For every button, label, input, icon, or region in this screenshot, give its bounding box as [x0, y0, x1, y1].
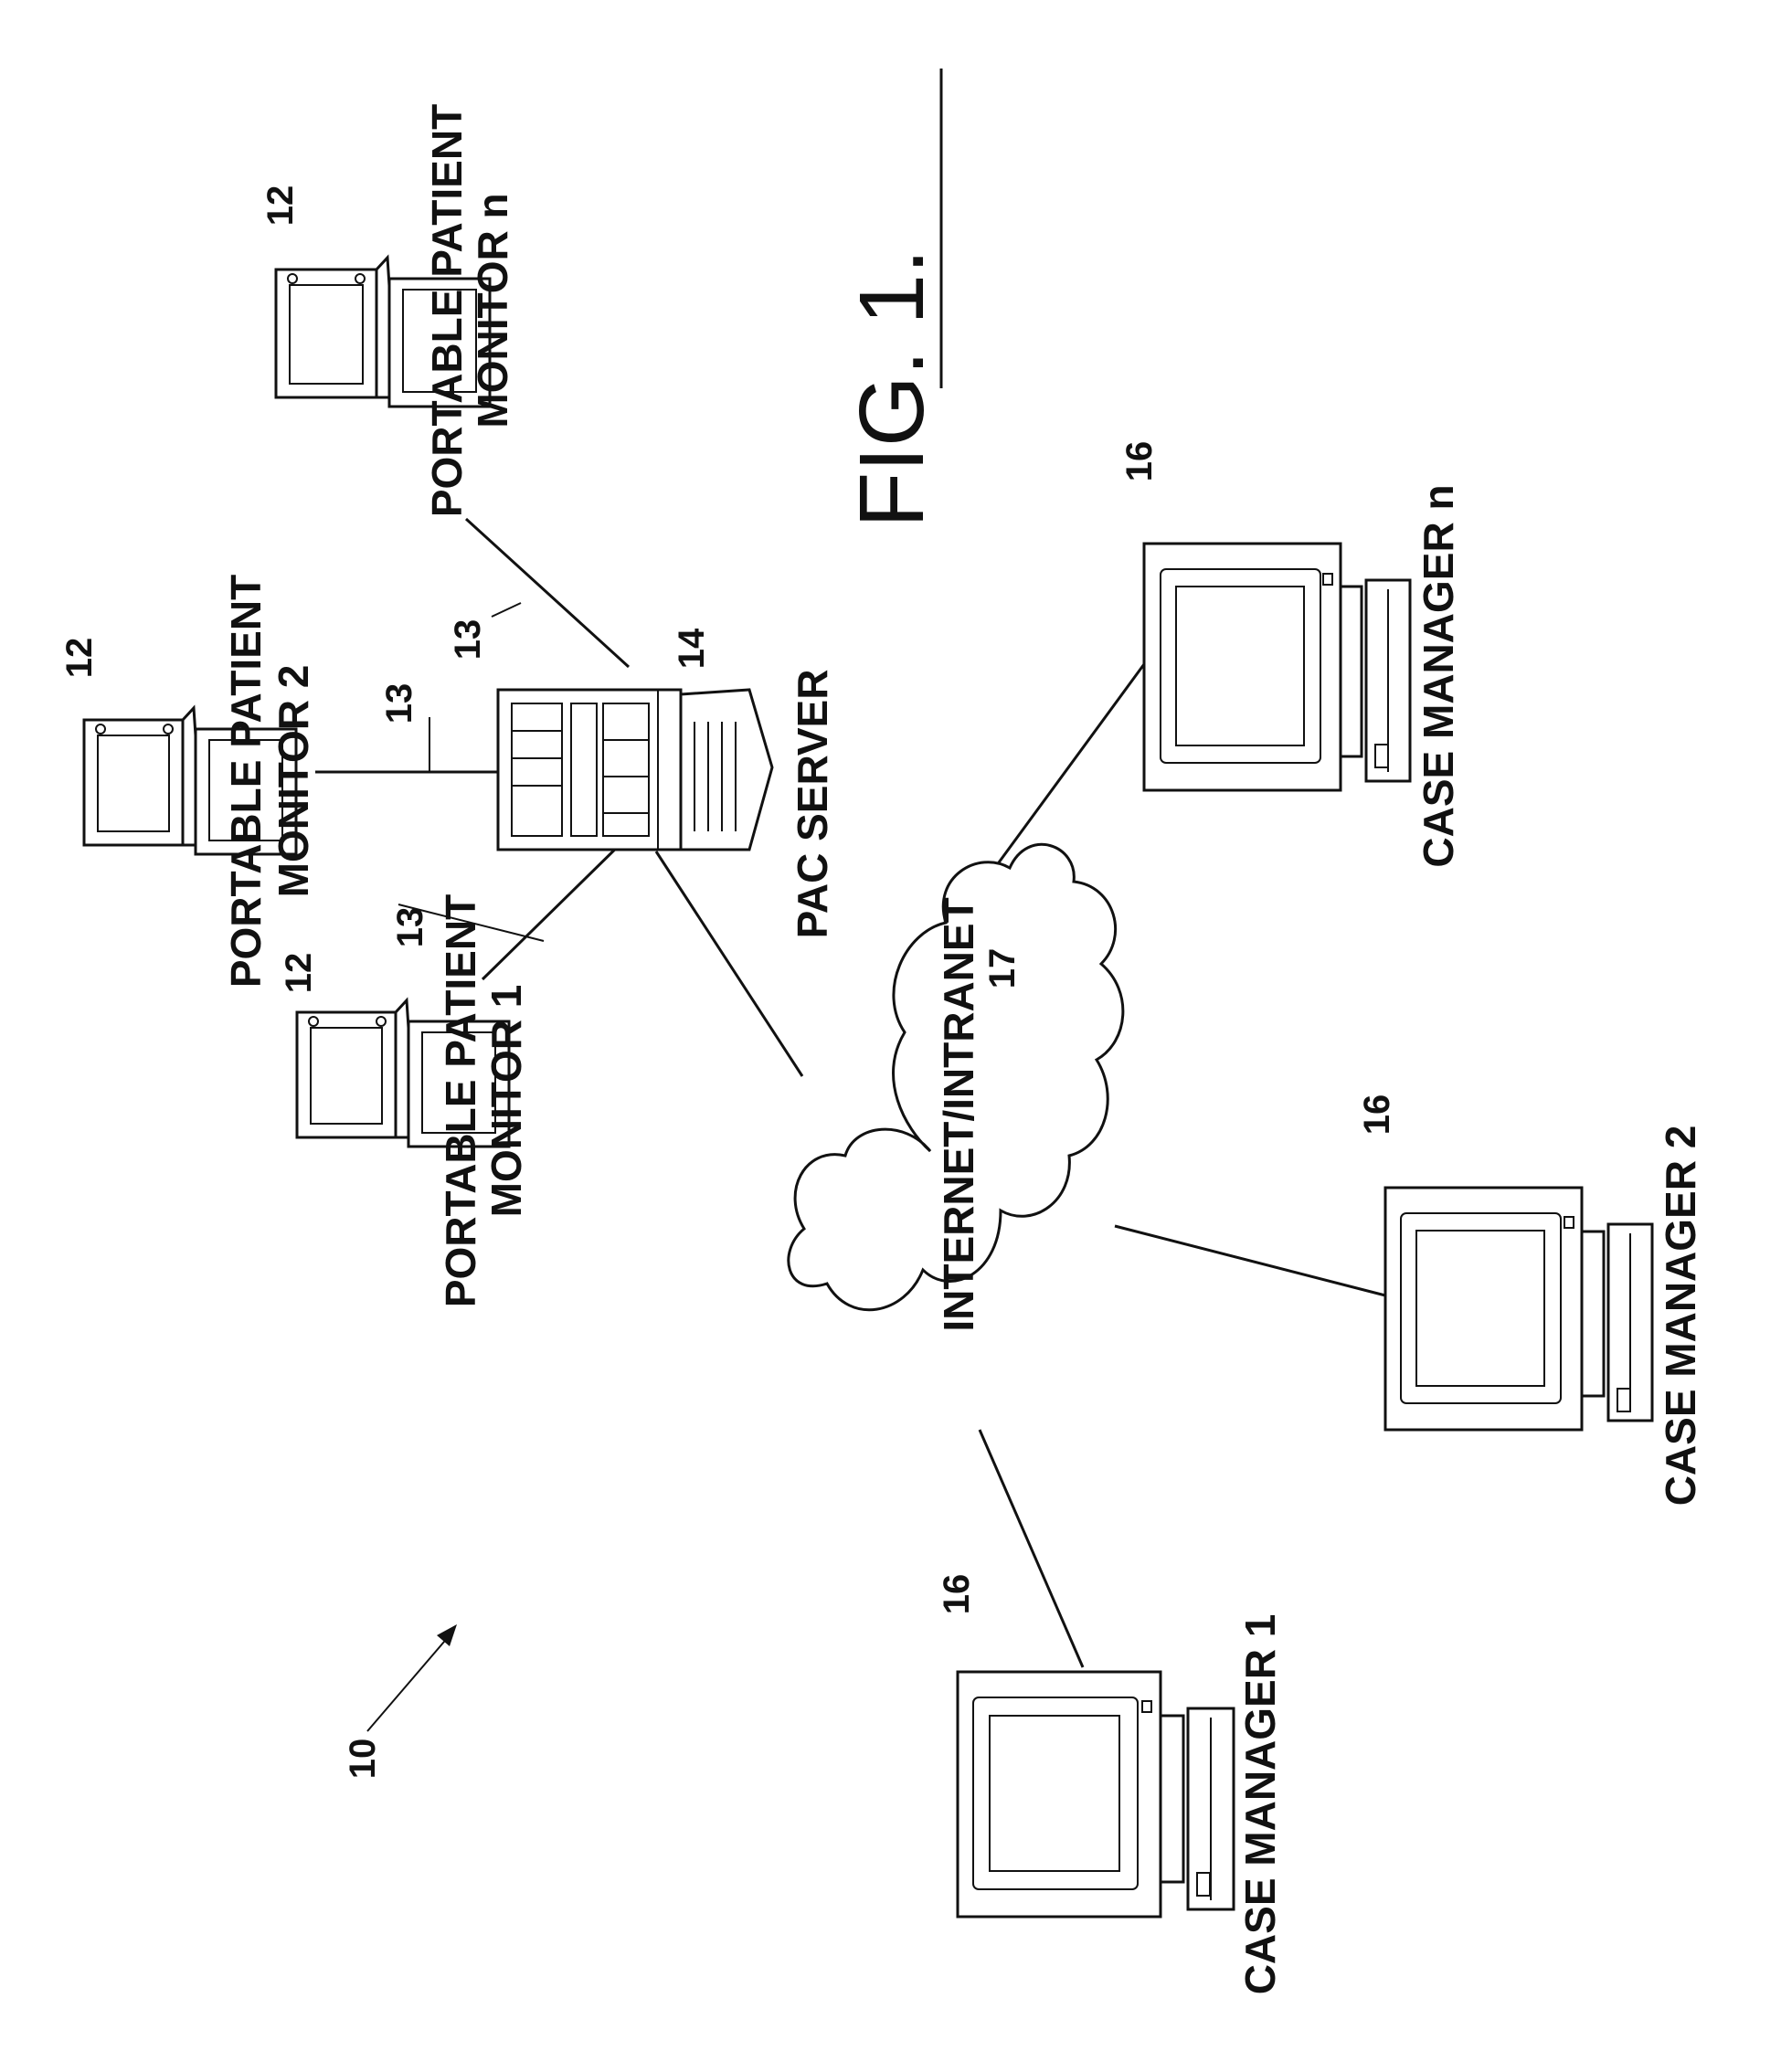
link-server-network	[656, 851, 802, 1076]
monitor-2-ref: 12	[59, 638, 100, 679]
monitor-n-ref: 12	[260, 185, 301, 227]
leader-13-c	[492, 603, 521, 617]
figure-title: FIG. 1.	[841, 248, 943, 528]
monitor-1-ref: 12	[279, 953, 319, 994]
monitor-1-line2: MONITOR 1	[482, 985, 530, 1218]
workstation-case-manager-n	[1144, 544, 1410, 790]
monitor-1-line1: PORTABLE PATIENT	[437, 894, 484, 1307]
case-manager-n-label: CASE MANAGER n	[1415, 484, 1462, 867]
network-ref: 17	[982, 948, 1023, 989]
link-network-case-manager-1	[980, 1430, 1083, 1667]
server-label: PAC SERVER	[789, 670, 836, 939]
system-ref-10: 10	[343, 1739, 383, 1780]
pac-server	[498, 690, 772, 850]
workstation-case-manager-2	[1385, 1188, 1652, 1430]
monitor-n-line1: PORTABLE PATIENT	[423, 104, 471, 517]
link-ref-b: 13	[379, 683, 419, 724]
link-network-case-manager-n	[991, 664, 1144, 872]
link-ref-a: 13	[390, 907, 430, 948]
case-manager-2-ref: 16	[1357, 1094, 1397, 1136]
monitor-2-line2: MONITOR 2	[270, 665, 317, 898]
server-ref: 14	[672, 628, 712, 669]
network-label: INTERNET/INTRANET	[935, 897, 982, 1331]
case-manager-2-label: CASE MANAGER 2	[1657, 1126, 1704, 1506]
workstation-case-manager-1	[958, 1672, 1234, 1917]
link-monitor-n-server	[466, 519, 629, 667]
monitor-2-line1: PORTABLE PATIENT	[222, 575, 270, 988]
case-manager-1-label: CASE MANAGER 1	[1236, 1614, 1284, 1995]
server-cabinet	[498, 690, 681, 850]
case-manager-n-ref: 16	[1119, 441, 1160, 482]
link-network-case-manager-2	[1115, 1226, 1385, 1295]
arrow-10-shaft	[367, 1635, 450, 1731]
case-manager-1-ref: 16	[937, 1574, 977, 1615]
arrow-10-head	[437, 1624, 457, 1646]
link-monitor-1-server	[482, 836, 629, 979]
monitor-n-line2: MONITOR n	[469, 193, 516, 428]
link-ref-c: 13	[448, 619, 488, 661]
